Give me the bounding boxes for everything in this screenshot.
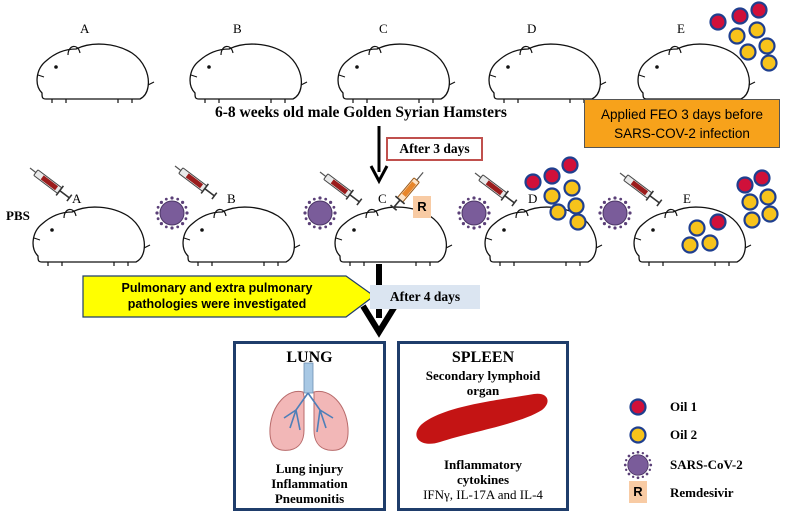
legend-virus-icon <box>623 450 653 480</box>
hamster-top-d <box>488 43 607 104</box>
hamster-bottom-c <box>334 206 453 267</box>
virus-icon-d <box>456 195 492 231</box>
legend-oil1-label: Oil 1 <box>670 399 698 414</box>
spleen-subtitle-2: organ <box>466 383 500 398</box>
virus-icon-e <box>597 195 633 231</box>
hamster-caption: 6-8 weeks old male Golden Syrian Hamster… <box>215 104 507 121</box>
virus-icon-c <box>302 195 338 231</box>
after-3-days-label: After 3 days <box>386 137 483 161</box>
hamster-bottom-e <box>633 206 752 267</box>
spleen-cytokines: Inflammatory cytokines IFNγ, IL-17A and … <box>400 457 566 502</box>
bottom-label-e: E <box>683 191 691 206</box>
legend-oil1-icon <box>629 398 647 416</box>
spleen-text-1: Inflammatory <box>444 457 522 472</box>
feo-line-2: SARS-COV-2 infection <box>614 126 750 141</box>
lung-findings: Lung injury Inflammation Pneumonitis <box>236 461 383 506</box>
hamster-bottom-a <box>32 206 151 267</box>
top-label-e: E <box>677 21 685 36</box>
remdesivir-tag: R <box>413 196 431 218</box>
hamster-top-c <box>337 43 456 104</box>
lung-icon <box>269 362 349 451</box>
syringe-icon-d <box>474 172 518 207</box>
legend-remdesivir-label: Remdesivir <box>670 485 734 500</box>
bottom-label-b: B <box>227 191 236 206</box>
hamster-top-b <box>189 43 308 104</box>
hamster-bottom-b <box>182 206 301 267</box>
lung-line-1: Lung injury <box>275 461 344 476</box>
legend-virus-label: SARS-CoV-2 <box>670 457 743 472</box>
pbs-label: PBS <box>6 208 30 223</box>
bottom-label-c: C <box>378 191 387 206</box>
spleen-panel: SPLEEN Secondary lymphoid organ Inflamma… <box>397 341 569 511</box>
lung-line-2: Inflammation <box>271 476 348 491</box>
syringe-icon-b <box>174 165 218 200</box>
pathology-arrow-shape <box>82 275 376 318</box>
spleen-subtitle: Secondary lymphoid organ <box>400 368 566 398</box>
top-label-c: C <box>379 21 388 36</box>
virus-icon-b <box>154 195 190 231</box>
after-4-days-label: After 4 days <box>370 285 480 309</box>
spleen-text-2: cytokines <box>457 472 509 487</box>
bottom-label-d: D <box>528 191 538 206</box>
top-label-a: A <box>80 21 90 36</box>
lung-panel: LUNG Lung injury Inflammation Pneumoniti… <box>233 341 386 511</box>
syringe-icon-a <box>29 167 73 202</box>
pathology-text: Pulmonary and extra pulmonary pathologie… <box>92 280 342 312</box>
legend-oil2-icon <box>629 426 647 444</box>
lung-title: LUNG <box>286 349 333 366</box>
feo-line-1: Applied FEO 3 days before <box>600 107 764 122</box>
spleen-subtitle-1: Secondary lymphoid <box>425 368 541 383</box>
hamster-top-e <box>637 43 756 104</box>
top-label-d: D <box>527 21 537 36</box>
feo-info-box: Applied FEO 3 days before SARS-COV-2 inf… <box>584 99 780 148</box>
hamster-top-a <box>36 43 155 104</box>
lung-line-3: Pneumonitis <box>274 491 345 506</box>
spleen-icon <box>416 393 548 444</box>
pathology-line-1: Pulmonary and extra pulmonary <box>121 281 313 295</box>
top-label-b: B <box>233 21 242 36</box>
legend-remdesivir-icon: R <box>629 481 647 503</box>
hamster-bottom-d <box>484 206 603 267</box>
legend-oil2-label: Oil 2 <box>670 427 698 442</box>
spleen-title: SPLEEN <box>451 349 515 366</box>
spleen-text-3: IFNγ, IL-17A and IL-4 <box>423 487 543 502</box>
bottom-label-a: A <box>72 191 82 206</box>
down-arrow-1 <box>369 126 389 185</box>
pathology-line-2: pathologies were investigated <box>127 297 307 311</box>
